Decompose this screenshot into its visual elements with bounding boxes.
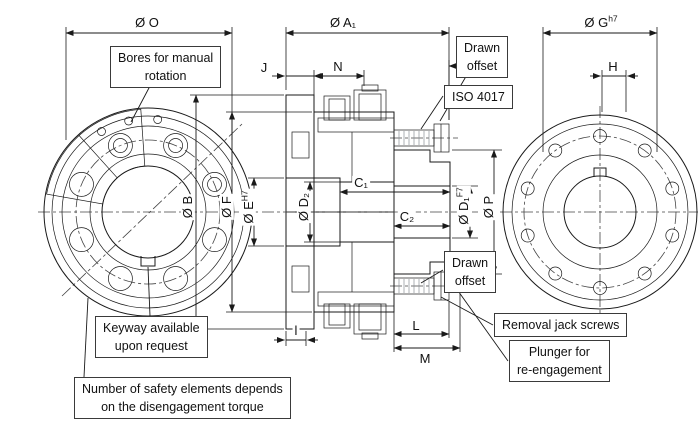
hub-section bbox=[313, 111, 395, 213]
rear-bolt-circle bbox=[523, 135, 677, 289]
dim-label-j: J bbox=[258, 59, 270, 76]
dim-label-a1: Ø A₁ bbox=[327, 14, 359, 31]
dim-label-g: Ø Gh7 bbox=[582, 13, 620, 31]
flange-bolt bbox=[291, 131, 310, 159]
right-view bbox=[500, 106, 698, 320]
note-bores-manual-rotation: Bores for manual rotation bbox=[110, 46, 222, 89]
dim-label-n: N bbox=[331, 58, 345, 75]
leader-iso bbox=[420, 95, 444, 130]
leader-jack-screws bbox=[440, 296, 494, 326]
dim-label-m: M bbox=[417, 350, 433, 367]
sleeve-section bbox=[393, 149, 451, 187]
screw-head bbox=[433, 123, 450, 153]
dim-label-o: Ø O bbox=[133, 14, 161, 31]
note-removal-jack-screws: Removal jack screws bbox=[494, 313, 628, 338]
leader-plunger bbox=[455, 287, 509, 362]
leader-safety bbox=[83, 297, 89, 378]
note-drawn-offset-mid: Drawn offset bbox=[444, 251, 497, 294]
dim-label-c1: C₁ bbox=[352, 174, 370, 191]
keyway-notch bbox=[140, 256, 156, 267]
dim-label-d1: Ø D₁F7 bbox=[454, 185, 472, 227]
section-top-half bbox=[285, 84, 458, 213]
note-plunger-reengagement: Plunger for re-engagement bbox=[509, 340, 610, 383]
note-drawn-offset-top: Drawn offset bbox=[456, 36, 509, 79]
section-view bbox=[262, 84, 478, 340]
safety-element-holes bbox=[69, 133, 227, 291]
section-bottom-half bbox=[285, 211, 459, 340]
note-keyway: Keyway available upon request bbox=[95, 316, 208, 359]
dim-label-h: H bbox=[606, 58, 620, 75]
dim-label-i: l bbox=[292, 322, 300, 339]
dim-label-b: Ø B bbox=[179, 193, 196, 221]
rear-keyway-notch bbox=[593, 167, 607, 176]
note-safety-elements: Number of safety elements depends on the… bbox=[74, 377, 291, 420]
leader-bores bbox=[130, 85, 151, 123]
pilot-diameter-g bbox=[542, 154, 658, 270]
rear-bolt-holes bbox=[520, 129, 680, 295]
rear-center-bore bbox=[563, 175, 637, 249]
manual-rotation-bores bbox=[97, 115, 163, 136]
rear-flange-outer-circle bbox=[502, 114, 698, 310]
dim-label-e: Ø EH7 bbox=[239, 188, 257, 226]
dim-label-p: Ø P bbox=[480, 193, 497, 221]
dim-label-d2: Ø D₂ bbox=[295, 190, 312, 224]
dim-label-f: Ø F bbox=[218, 194, 235, 220]
leader-drawn-offset-mid bbox=[420, 269, 444, 284]
dim-label-l: L bbox=[410, 317, 422, 334]
note-iso-4017: ISO 4017 bbox=[444, 85, 513, 110]
leader-keyway bbox=[147, 266, 151, 317]
dim-label-c2: C₂ bbox=[397, 208, 417, 225]
safety-element-housing bbox=[323, 95, 351, 121]
